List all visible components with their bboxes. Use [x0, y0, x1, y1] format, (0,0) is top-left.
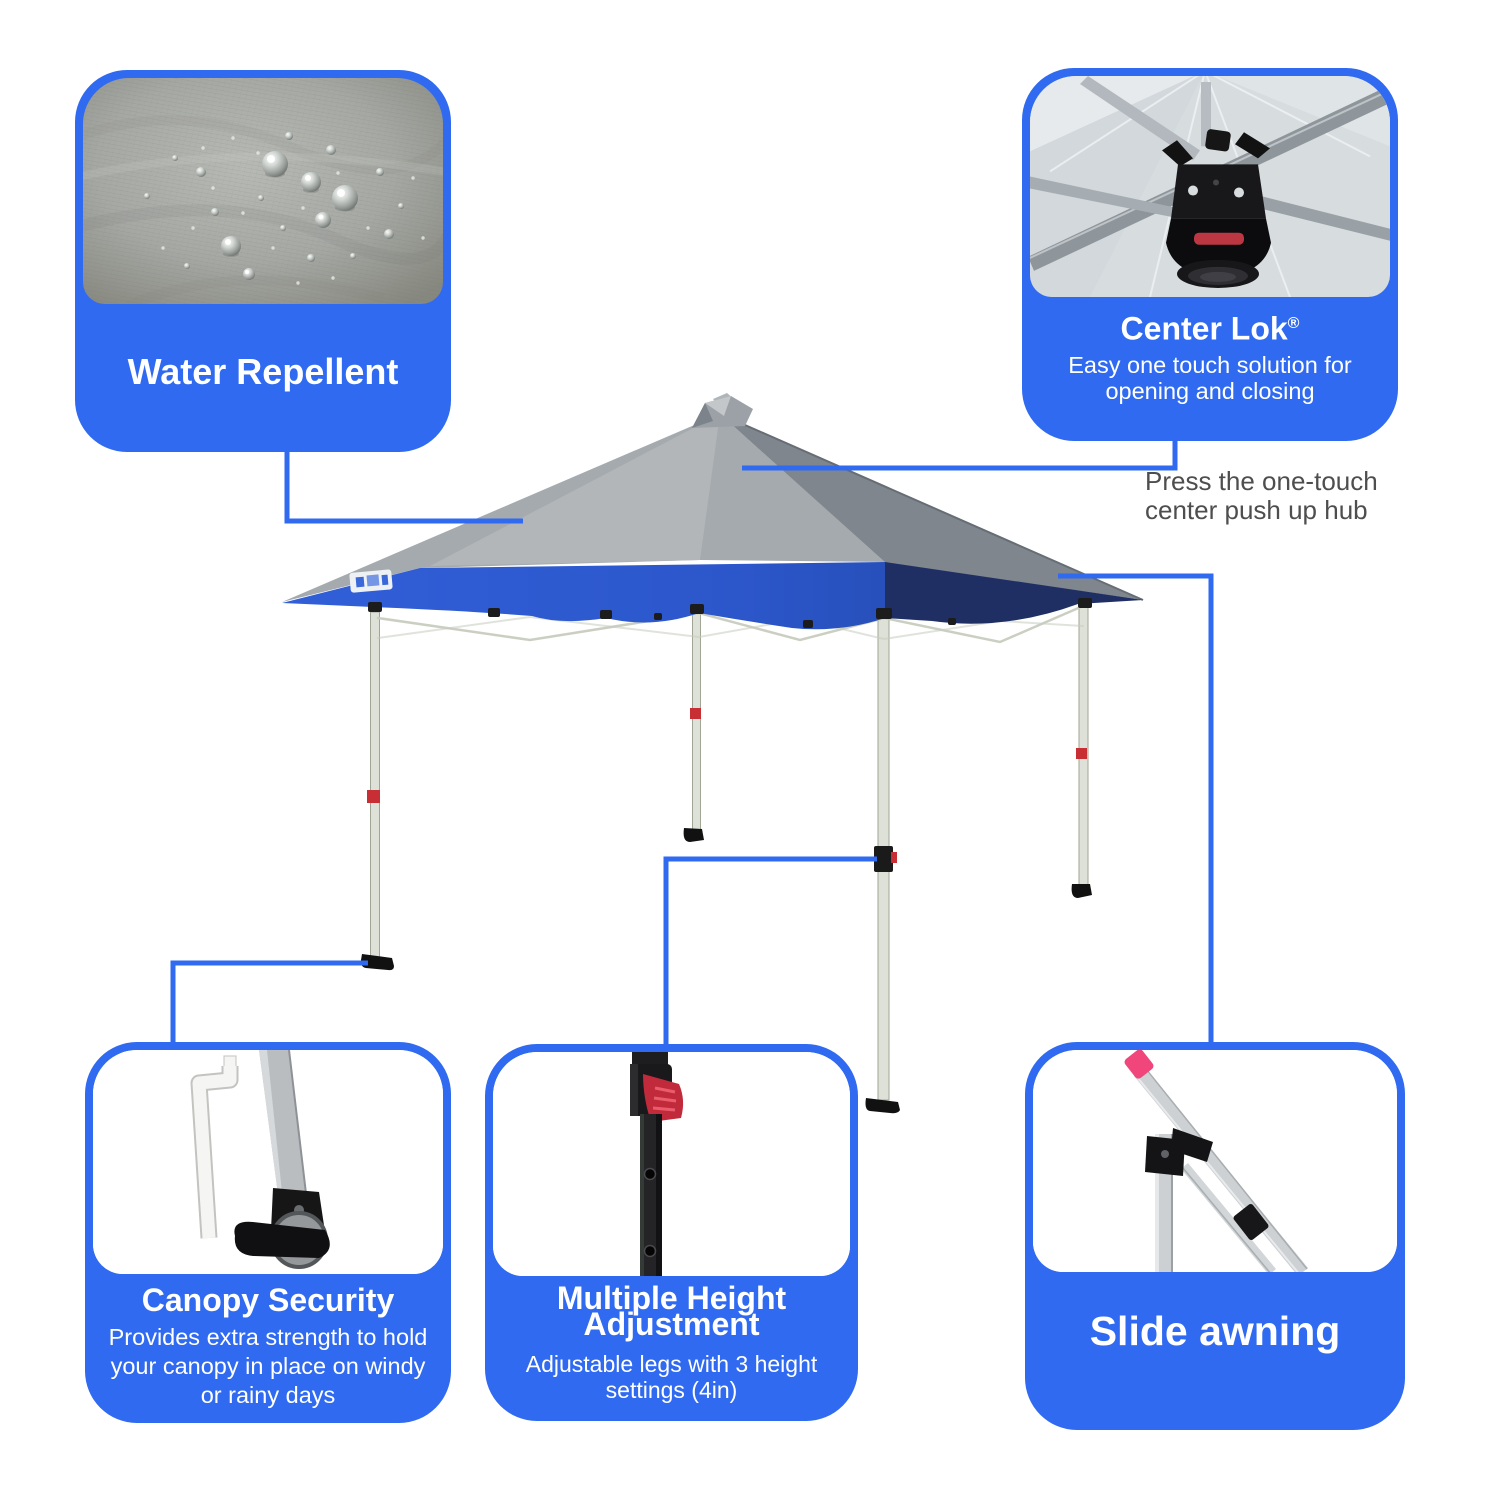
security-hook — [190, 1055, 239, 1239]
hub-annotation: Press the one-touch center push up hub — [1145, 467, 1378, 525]
registered-trademark: ® — [1287, 315, 1300, 332]
center-lok-hub-photo — [1030, 76, 1390, 297]
tent-valance — [282, 562, 1143, 872]
canopy-security-foot-photo — [93, 1050, 443, 1274]
card-title-center-lok: Center Lok® — [1120, 310, 1300, 347]
card-title-slide-awning: Slide awning — [1089, 1308, 1341, 1354]
connector-canopy-security — [170, 960, 368, 1044]
tent-canopy — [282, 393, 1144, 602]
card-center-lok: Center Lok® Easy one touch solution for … — [1022, 68, 1398, 441]
brand-logo-patch — [349, 569, 393, 593]
card-water-repellent: Water Repellent — [75, 70, 451, 452]
center-lok-hub — [1162, 129, 1271, 288]
card-desc-height-adjustment: Adjustable legs with 3 height settings (… — [525, 1351, 818, 1403]
water-droplets — [144, 132, 425, 285]
connector-water-repellent — [284, 452, 523, 524]
connector-center-lok — [742, 441, 1178, 471]
card-title-water-repellent: Water Repellent — [127, 351, 399, 392]
slide-awning-photo — [1033, 1050, 1397, 1272]
card-slide-awning: Slide awning — [1025, 1042, 1405, 1430]
connector-lines — [170, 441, 1214, 1046]
hub-annotation-line: Press the one-touch — [1145, 466, 1378, 496]
height-adjustment-leg-photo — [493, 1052, 850, 1276]
water-repellent-photo — [83, 78, 443, 304]
card-desc-center-lok: Easy one touch solution for opening and … — [1068, 352, 1352, 404]
card-canopy-security: Canopy Security Provides extra strength … — [85, 1042, 451, 1423]
connector-slide-awning — [1058, 573, 1214, 1044]
card-desc-canopy-security: Provides extra strength to hold your can… — [108, 1324, 428, 1408]
card-height-adjustment: Multiple Height Adjustment Adjustable le… — [485, 1044, 858, 1421]
connector-height-adjustment — [663, 856, 877, 1046]
card-title-height-adjustment: Multiple Height Adjustment — [556, 1280, 787, 1342]
card-title-canopy-security: Canopy Security — [141, 1282, 395, 1318]
hub-annotation-line: center push up hub — [1145, 495, 1368, 525]
